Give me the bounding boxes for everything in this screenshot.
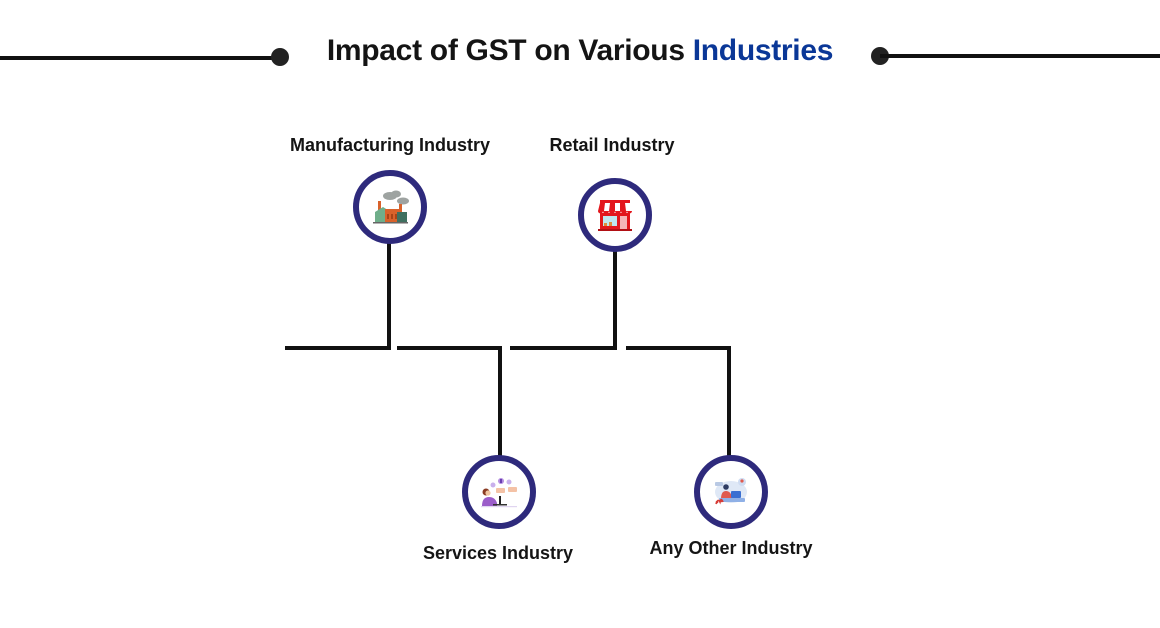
page-title: Impact of GST on Various Industries xyxy=(0,34,1160,68)
title-accent: Industries xyxy=(692,34,834,67)
label-services-industry: Services Industry xyxy=(422,543,574,563)
header-right-rule xyxy=(880,54,1160,58)
node-retail-industry[interactable] xyxy=(578,178,652,252)
connector-segment-4 xyxy=(626,346,731,350)
label-any-other-industry: Any Other Industry xyxy=(649,538,813,558)
node-services-industry[interactable] xyxy=(462,455,536,529)
connector-segment-3 xyxy=(510,346,617,350)
storefront-icon xyxy=(597,199,633,231)
connector-segment-2 xyxy=(397,346,502,350)
connector-segment-1 xyxy=(285,346,391,350)
node-manufacturing-industry[interactable] xyxy=(353,170,427,244)
remote-worker-icon xyxy=(711,476,751,508)
label-retail-industry: Retail Industry xyxy=(549,135,675,155)
connector-manufacturing-stem xyxy=(387,240,391,350)
connector-other-stem xyxy=(727,346,731,458)
customer-support-icon xyxy=(479,476,519,508)
connector-retail-stem xyxy=(613,248,617,350)
factory-icon xyxy=(370,190,410,224)
header-left-rule xyxy=(0,56,280,60)
node-any-other-industry[interactable] xyxy=(694,455,768,529)
title-prefix: Impact of GST on Various xyxy=(326,34,693,67)
connector-services-stem xyxy=(498,346,502,458)
label-manufacturing-industry: Manufacturing Industry xyxy=(289,135,491,155)
header-left-dot xyxy=(271,48,289,66)
